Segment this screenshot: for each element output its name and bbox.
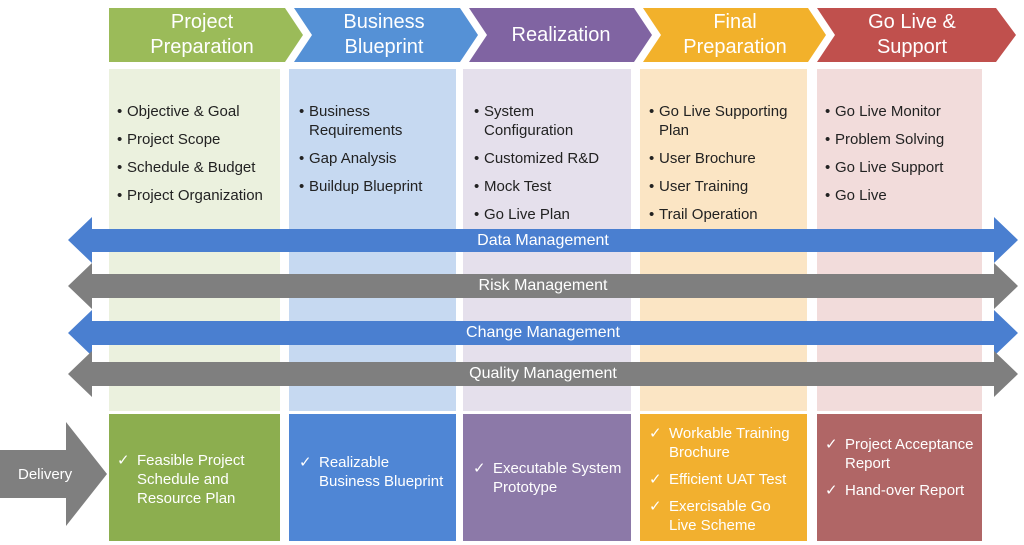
list-item: Efficient UAT Test <box>649 470 801 489</box>
list-item: Customized R&D <box>474 149 626 168</box>
list-item: Project Organization <box>117 186 277 205</box>
list-item: Hand-over Report <box>825 481 977 500</box>
list-item: Business Requirements <box>299 102 451 140</box>
phase-chevron-business-blueprint <box>294 8 478 62</box>
list-item: Problem Solving <box>825 130 980 149</box>
deliverable-list-project-preparation: Feasible Project Schedule and Resource P… <box>117 451 275 516</box>
band-label-change-management: Change Management <box>466 324 620 341</box>
phase-chevron-final-preparation <box>643 8 826 62</box>
deliverable-list-go-live-support: Project Acceptance Report Hand-over Repo… <box>825 435 977 508</box>
band-arrow-quality-management <box>68 351 1018 397</box>
list-item: Workable Training Brochure <box>649 424 801 462</box>
delivery-arrow <box>0 422 107 526</box>
list-item: Objective & Goal <box>117 102 277 121</box>
list-item: Project Scope <box>117 130 277 149</box>
band-arrow-change-management <box>68 310 1018 356</box>
list-item: Executable System Prototype <box>473 459 625 497</box>
list-item: Go Live Plan <box>474 205 626 224</box>
list-item: Go Live Monitor <box>825 102 980 121</box>
phase-title-go-live-support: Go Live & Support <box>868 11 956 58</box>
list-item: Project Acceptance Report <box>825 435 977 473</box>
deliverable-list-business-blueprint: Realizable Business Blueprint <box>299 453 449 499</box>
activity-list-final-preparation: Go Live Supporting Plan User Brochure Us… <box>649 102 804 233</box>
band-arrow-data-management <box>68 217 1018 263</box>
list-item: Feasible Project Schedule and Resource P… <box>117 451 275 508</box>
list-item: Trail Operation <box>649 205 804 224</box>
phase-title-realization: Realization <box>511 23 611 46</box>
band-label-data-management: Data Management <box>477 231 609 249</box>
list-item: Go Live Support <box>825 158 980 177</box>
activity-list-go-live-support: Go Live Monitor Problem Solving Go Live … <box>825 102 980 214</box>
phase-title-final-preparation: Final Preparation <box>683 11 787 58</box>
band-label-quality-management: Quality Management <box>469 365 617 382</box>
list-item: Buildup Blueprint <box>299 177 451 196</box>
list-item: Exercisable Go Live Scheme <box>649 497 801 535</box>
phase-chevron-realization <box>469 8 652 62</box>
phase-title-business-blueprint: Business Blueprint <box>343 11 425 58</box>
list-item: System Configuration <box>474 102 626 140</box>
list-item: Mock Test <box>474 177 626 196</box>
band-label-risk-management: Risk Management <box>478 277 608 294</box>
list-item: Gap Analysis <box>299 149 451 168</box>
activity-list-business-blueprint: Business Requirements Gap Analysis Build… <box>299 102 451 205</box>
activity-list-realization: System Configuration Customized R&D Mock… <box>474 102 626 233</box>
phase-chevron-go-live-support <box>817 8 1016 62</box>
deliverable-list-realization: Executable System Prototype <box>473 459 625 505</box>
deliverable-list-final-preparation: Workable Training Brochure Efficient UAT… <box>649 424 801 543</box>
phase-chevron-project-preparation <box>109 8 303 62</box>
list-item: Go Live <box>825 186 980 205</box>
activity-list-project-preparation: Objective & Goal Project Scope Schedule … <box>117 102 277 214</box>
list-item: Schedule & Budget <box>117 158 277 177</box>
list-item: User Training <box>649 177 804 196</box>
list-item: Go Live Supporting Plan <box>649 102 804 140</box>
delivery-label: Delivery <box>18 466 73 483</box>
phase-title-project-preparation: Project Preparation <box>150 11 254 58</box>
list-item: User Brochure <box>649 149 804 168</box>
band-arrow-risk-management <box>68 263 1018 309</box>
list-item: Realizable Business Blueprint <box>299 453 449 491</box>
